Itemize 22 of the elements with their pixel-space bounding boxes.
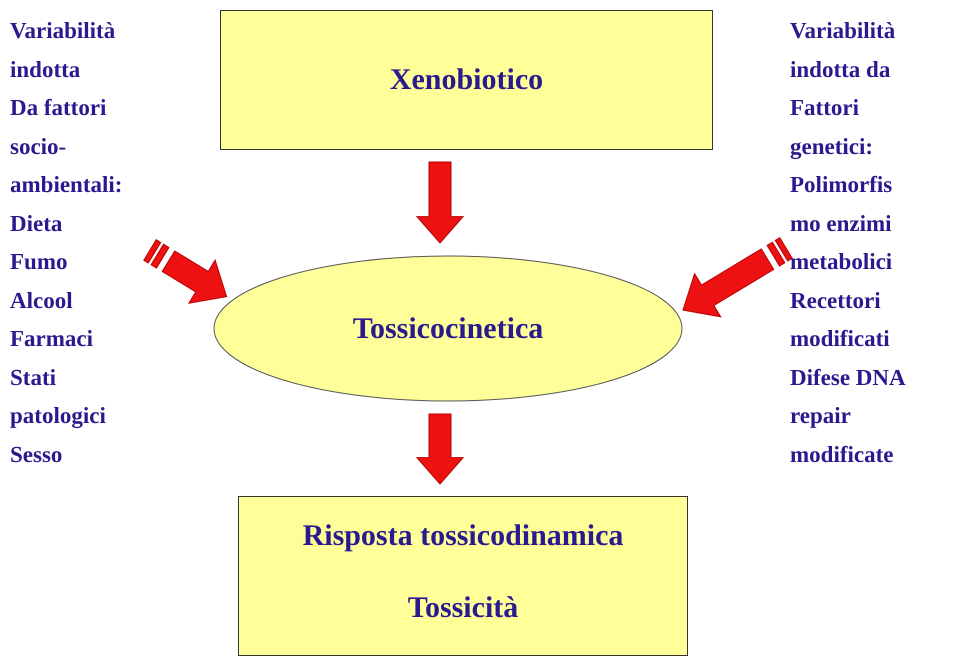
annotation-text: Fumo (10, 248, 68, 276)
block-arrow (416, 162, 464, 244)
annotation-text: Da fattori socio- ambientali: (10, 94, 124, 199)
annotation-text: Alcool (10, 286, 74, 314)
annotation-text: Farmaci (10, 325, 94, 353)
process-box (238, 496, 688, 656)
block-arrow (416, 414, 464, 485)
node-label: Risposta tossicodinamica (302, 519, 624, 553)
annotation-text: Difese DNA repair modificate (790, 364, 906, 468)
block-arrow (143, 239, 228, 304)
node-label: Xenobiotico (390, 63, 544, 97)
annotation-text: Variabilità indotta (10, 17, 116, 84)
annotation-text: Recettori modificati (790, 286, 891, 353)
process-box (220, 10, 713, 150)
block-arrow (682, 237, 793, 318)
annotation-text: Sesso (10, 440, 64, 468)
node-label: Tossicocinetica (352, 312, 544, 346)
annotation-text: Variabilità indotta da Fattori genetici: (790, 17, 896, 162)
annotation-text: Stati patologici (10, 364, 107, 430)
annotation-text: Dieta (10, 210, 64, 238)
annotation-text: Polimorfis mo enzimi metabolici (790, 171, 894, 276)
node-label: Tossicità (408, 591, 518, 625)
